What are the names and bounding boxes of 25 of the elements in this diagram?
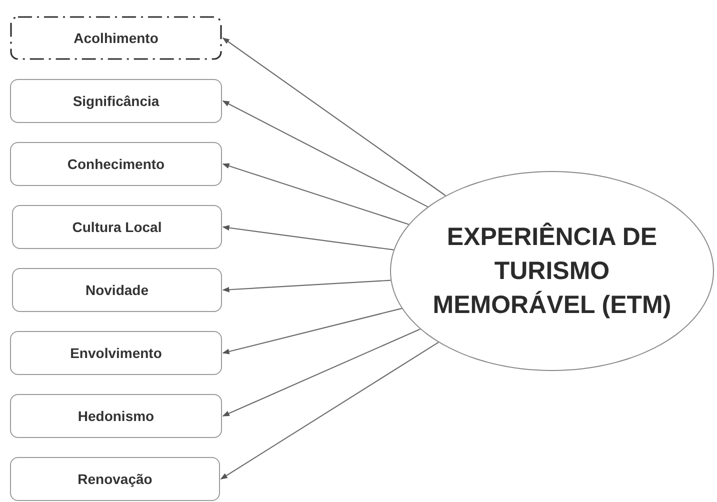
rounded-box — [10, 394, 222, 438]
arrow — [222, 280, 391, 292]
arrow — [222, 225, 394, 250]
rounded-box — [10, 331, 222, 375]
arrow — [222, 38, 446, 196]
dash-dot-box — [10, 16, 222, 60]
rounded-box — [12, 268, 222, 312]
node-label: Hedonismo — [78, 406, 154, 426]
arrow — [222, 163, 409, 225]
arrow — [222, 308, 402, 354]
node-label: Envolvimento — [70, 344, 162, 362]
rounded-box — [10, 457, 220, 501]
rounded-box — [10, 142, 222, 186]
arrow — [222, 100, 428, 208]
node-label: Cultura Local — [72, 218, 162, 236]
node-label: EXPERIÊNCIA DE TURISMO MEMORÁVEL (ETM) — [432, 222, 672, 321]
node-label: Acolhimento — [74, 28, 158, 48]
node-label: Novidade — [85, 280, 148, 300]
node-label: Significância — [72, 92, 160, 111]
node-label: Conhecimento — [67, 154, 165, 174]
arrow — [220, 342, 439, 480]
rounded-box — [10, 79, 222, 123]
node-label: Renovação — [78, 470, 152, 489]
rounded-box — [12, 205, 222, 249]
arrow — [222, 328, 420, 416]
